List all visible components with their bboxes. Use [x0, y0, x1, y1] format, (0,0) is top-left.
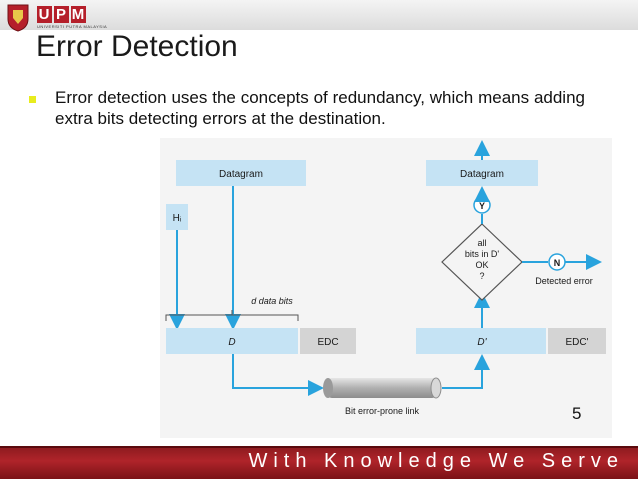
header-strip: [0, 0, 638, 30]
yes-marker-label: Y: [479, 201, 485, 211]
footer-motto: With Knowledge We Serve: [248, 450, 624, 472]
edc-prime-cell: [548, 328, 606, 354]
d-prime-cell: [416, 328, 546, 354]
bullet-text: Error detection uses the concepts of red…: [55, 88, 585, 128]
slide-number: 5: [572, 404, 582, 423]
decision-line-3: OK: [475, 260, 488, 270]
decision-line-2: bits in D': [465, 249, 500, 259]
logo-letter: M: [71, 6, 86, 23]
logo-letter: U: [37, 6, 52, 23]
slide-title: Error Detection: [36, 30, 238, 63]
link-pipe: [323, 377, 442, 399]
d-cell: [166, 328, 298, 354]
error-detection-diagram: Datagram Datagram Hᵢ d data bits D EDC D…: [160, 138, 612, 438]
detected-error-label: Detected error: [535, 276, 593, 286]
d-prime-cell-label: D': [477, 337, 487, 348]
arrow-to-link: [232, 354, 324, 396]
d-data-bits-bracket: [165, 310, 299, 321]
crest-icon: [7, 4, 29, 32]
datagram-label-right: Datagram: [460, 169, 504, 180]
edc-cell: [300, 328, 356, 354]
logo-letter: P: [54, 6, 69, 23]
footer-divider: [0, 446, 638, 448]
decision-line-4: ?: [479, 271, 484, 281]
edc-cell-label: EDC: [317, 337, 338, 348]
decision-diamond: [441, 223, 523, 301]
link-label: Bit error-prone link: [345, 406, 420, 416]
d-data-bits-label: d data bits: [251, 296, 293, 306]
logo-subtitle: UNIVERSITI PUTRA MALAYSIA: [37, 24, 108, 29]
d-cell-label: D: [228, 337, 235, 348]
arrow-from-link: [442, 354, 490, 389]
header-field-box: [166, 204, 188, 230]
no-marker-label: N: [554, 258, 561, 268]
edc-prime-cell-label: EDC': [565, 337, 588, 348]
decision-line-1: all: [477, 238, 486, 248]
datagram-box-right: [426, 160, 538, 186]
footer-banner: With Knowledge We Serve: [0, 446, 638, 479]
header-field-label: Hᵢ: [173, 213, 182, 224]
bullet-marker: [29, 96, 36, 103]
datagram-box-left: [176, 160, 306, 186]
datagram-label-left: Datagram: [219, 169, 263, 180]
